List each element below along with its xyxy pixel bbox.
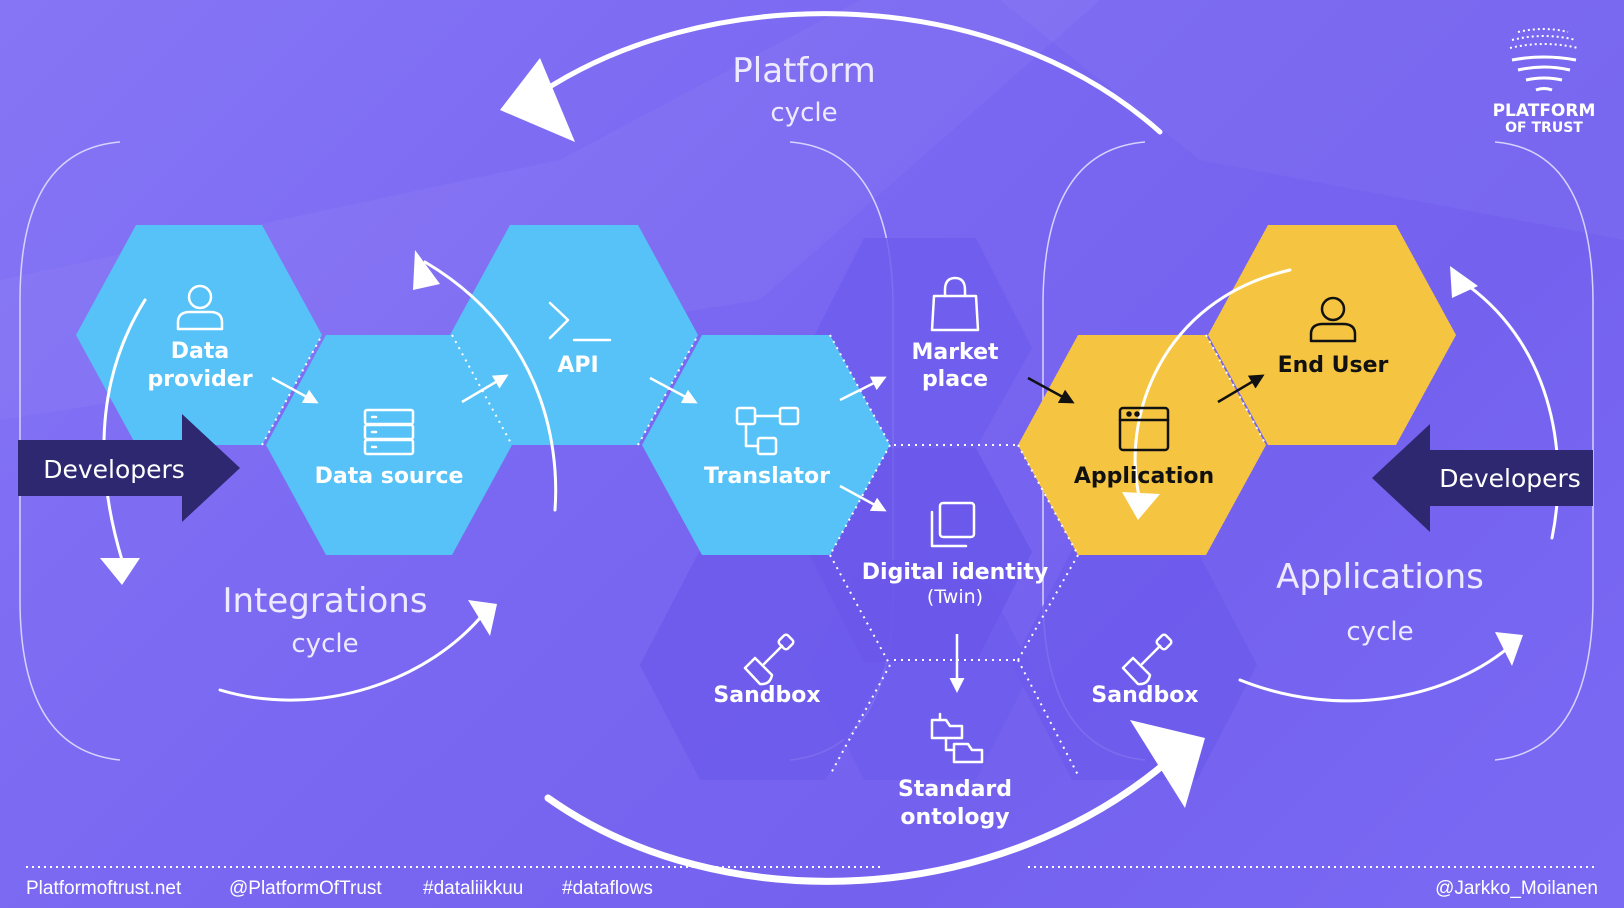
logo-dots-mark bbox=[1509, 28, 1579, 49]
digital-identity-sublabel: (Twin) bbox=[927, 586, 983, 608]
standard-ontology-label-line2: ontology bbox=[900, 805, 1009, 830]
person-icon bbox=[1309, 296, 1357, 343]
logo-text-line1: PLATFORM bbox=[1493, 101, 1596, 121]
developers-arrow-right bbox=[1372, 424, 1593, 532]
integrations-inner-arc bbox=[423, 260, 558, 512]
data-provider-label-line1: Data bbox=[171, 339, 229, 364]
translator-label: Translator bbox=[704, 464, 830, 489]
cycle-arrows bbox=[102, 11, 1560, 885]
flow-arrows-dark bbox=[1027, 374, 1265, 404]
stacked-copies-icon bbox=[930, 501, 976, 548]
footer-author-handle[interactable]: @Jarkko_Moilanen bbox=[1435, 878, 1598, 899]
market-place-label-line2: place bbox=[922, 367, 988, 392]
developers-label-left: Developers bbox=[43, 455, 185, 484]
terminal-icon bbox=[548, 301, 612, 342]
developers-arrow-left bbox=[18, 414, 240, 522]
cycle-arrowheads bbox=[100, 58, 1523, 808]
sandbox-left-label: Sandbox bbox=[713, 683, 820, 708]
hex-sandbox-right bbox=[1012, 550, 1257, 780]
platform-cycle-subtitle: cycle bbox=[770, 98, 837, 128]
integrations-left-arc bbox=[102, 298, 147, 562]
sandbox-right-label: Sandbox bbox=[1091, 683, 1198, 708]
applications-cycle-title: Applications bbox=[1276, 557, 1484, 597]
hex-api bbox=[450, 225, 698, 445]
platform-cycle-arrow-bottom bbox=[544, 751, 1179, 885]
flow-arrows bbox=[271, 374, 965, 693]
applications-cycle-arrow bbox=[1238, 640, 1517, 703]
developers-label-right: Developers bbox=[1439, 464, 1581, 493]
platform-cycle-title: Platform bbox=[732, 51, 875, 91]
hex-end-user bbox=[1208, 225, 1456, 445]
application-label: Application bbox=[1074, 464, 1214, 489]
shopping-bag-icon bbox=[930, 276, 980, 332]
hex-seams bbox=[261, 334, 1267, 776]
logo-text-line2: OF TRUST bbox=[1505, 120, 1583, 136]
data-provider-label-line2: provider bbox=[147, 367, 252, 392]
hex-market-place bbox=[808, 238, 1032, 448]
hex-translator bbox=[642, 335, 890, 555]
shovel-icon bbox=[743, 633, 795, 686]
shovel-icon bbox=[1121, 633, 1173, 686]
integrations-cycle-subtitle: cycle bbox=[291, 629, 358, 659]
platform-of-trust-logo: PLATFORM OF TRUST bbox=[1493, 28, 1596, 136]
person-icon bbox=[176, 284, 224, 331]
flow-nodes-icon bbox=[735, 406, 800, 456]
hex-data-provider bbox=[76, 225, 322, 445]
logo-wave-mark bbox=[1511, 55, 1577, 92]
footer-hashtag-dataliikkuu[interactable]: #dataliikkuu bbox=[423, 878, 524, 899]
footer-hashtag-dataflows[interactable]: #dataflows bbox=[562, 878, 653, 899]
end-user-label: End User bbox=[1278, 353, 1389, 378]
applications-cycle-subtitle: cycle bbox=[1346, 617, 1413, 647]
platform-cycle-arrow-top bbox=[527, 11, 1163, 135]
data-source-label: Data source bbox=[315, 464, 464, 489]
server-icon bbox=[363, 408, 415, 456]
hex-application bbox=[1018, 335, 1266, 555]
hex-digital-identity bbox=[808, 448, 1032, 662]
integrations-cycle-title: Integrations bbox=[222, 581, 427, 621]
hex-data-source bbox=[266, 335, 512, 555]
browser-window-icon bbox=[1118, 406, 1170, 452]
market-place-label-line1: Market bbox=[911, 340, 999, 365]
folder-tree-icon bbox=[930, 712, 984, 764]
footer-site-link[interactable]: Platformoftrust.net bbox=[26, 878, 182, 899]
api-label: API bbox=[557, 353, 598, 378]
footer-handle-link[interactable]: @PlatformOfTrust bbox=[229, 878, 382, 899]
applications-inner-arc bbox=[1133, 268, 1292, 502]
integrations-cycle-arrow bbox=[218, 610, 487, 702]
standard-ontology-label-line1: Standard bbox=[898, 777, 1012, 802]
digital-identity-label: Digital identity bbox=[862, 560, 1048, 585]
